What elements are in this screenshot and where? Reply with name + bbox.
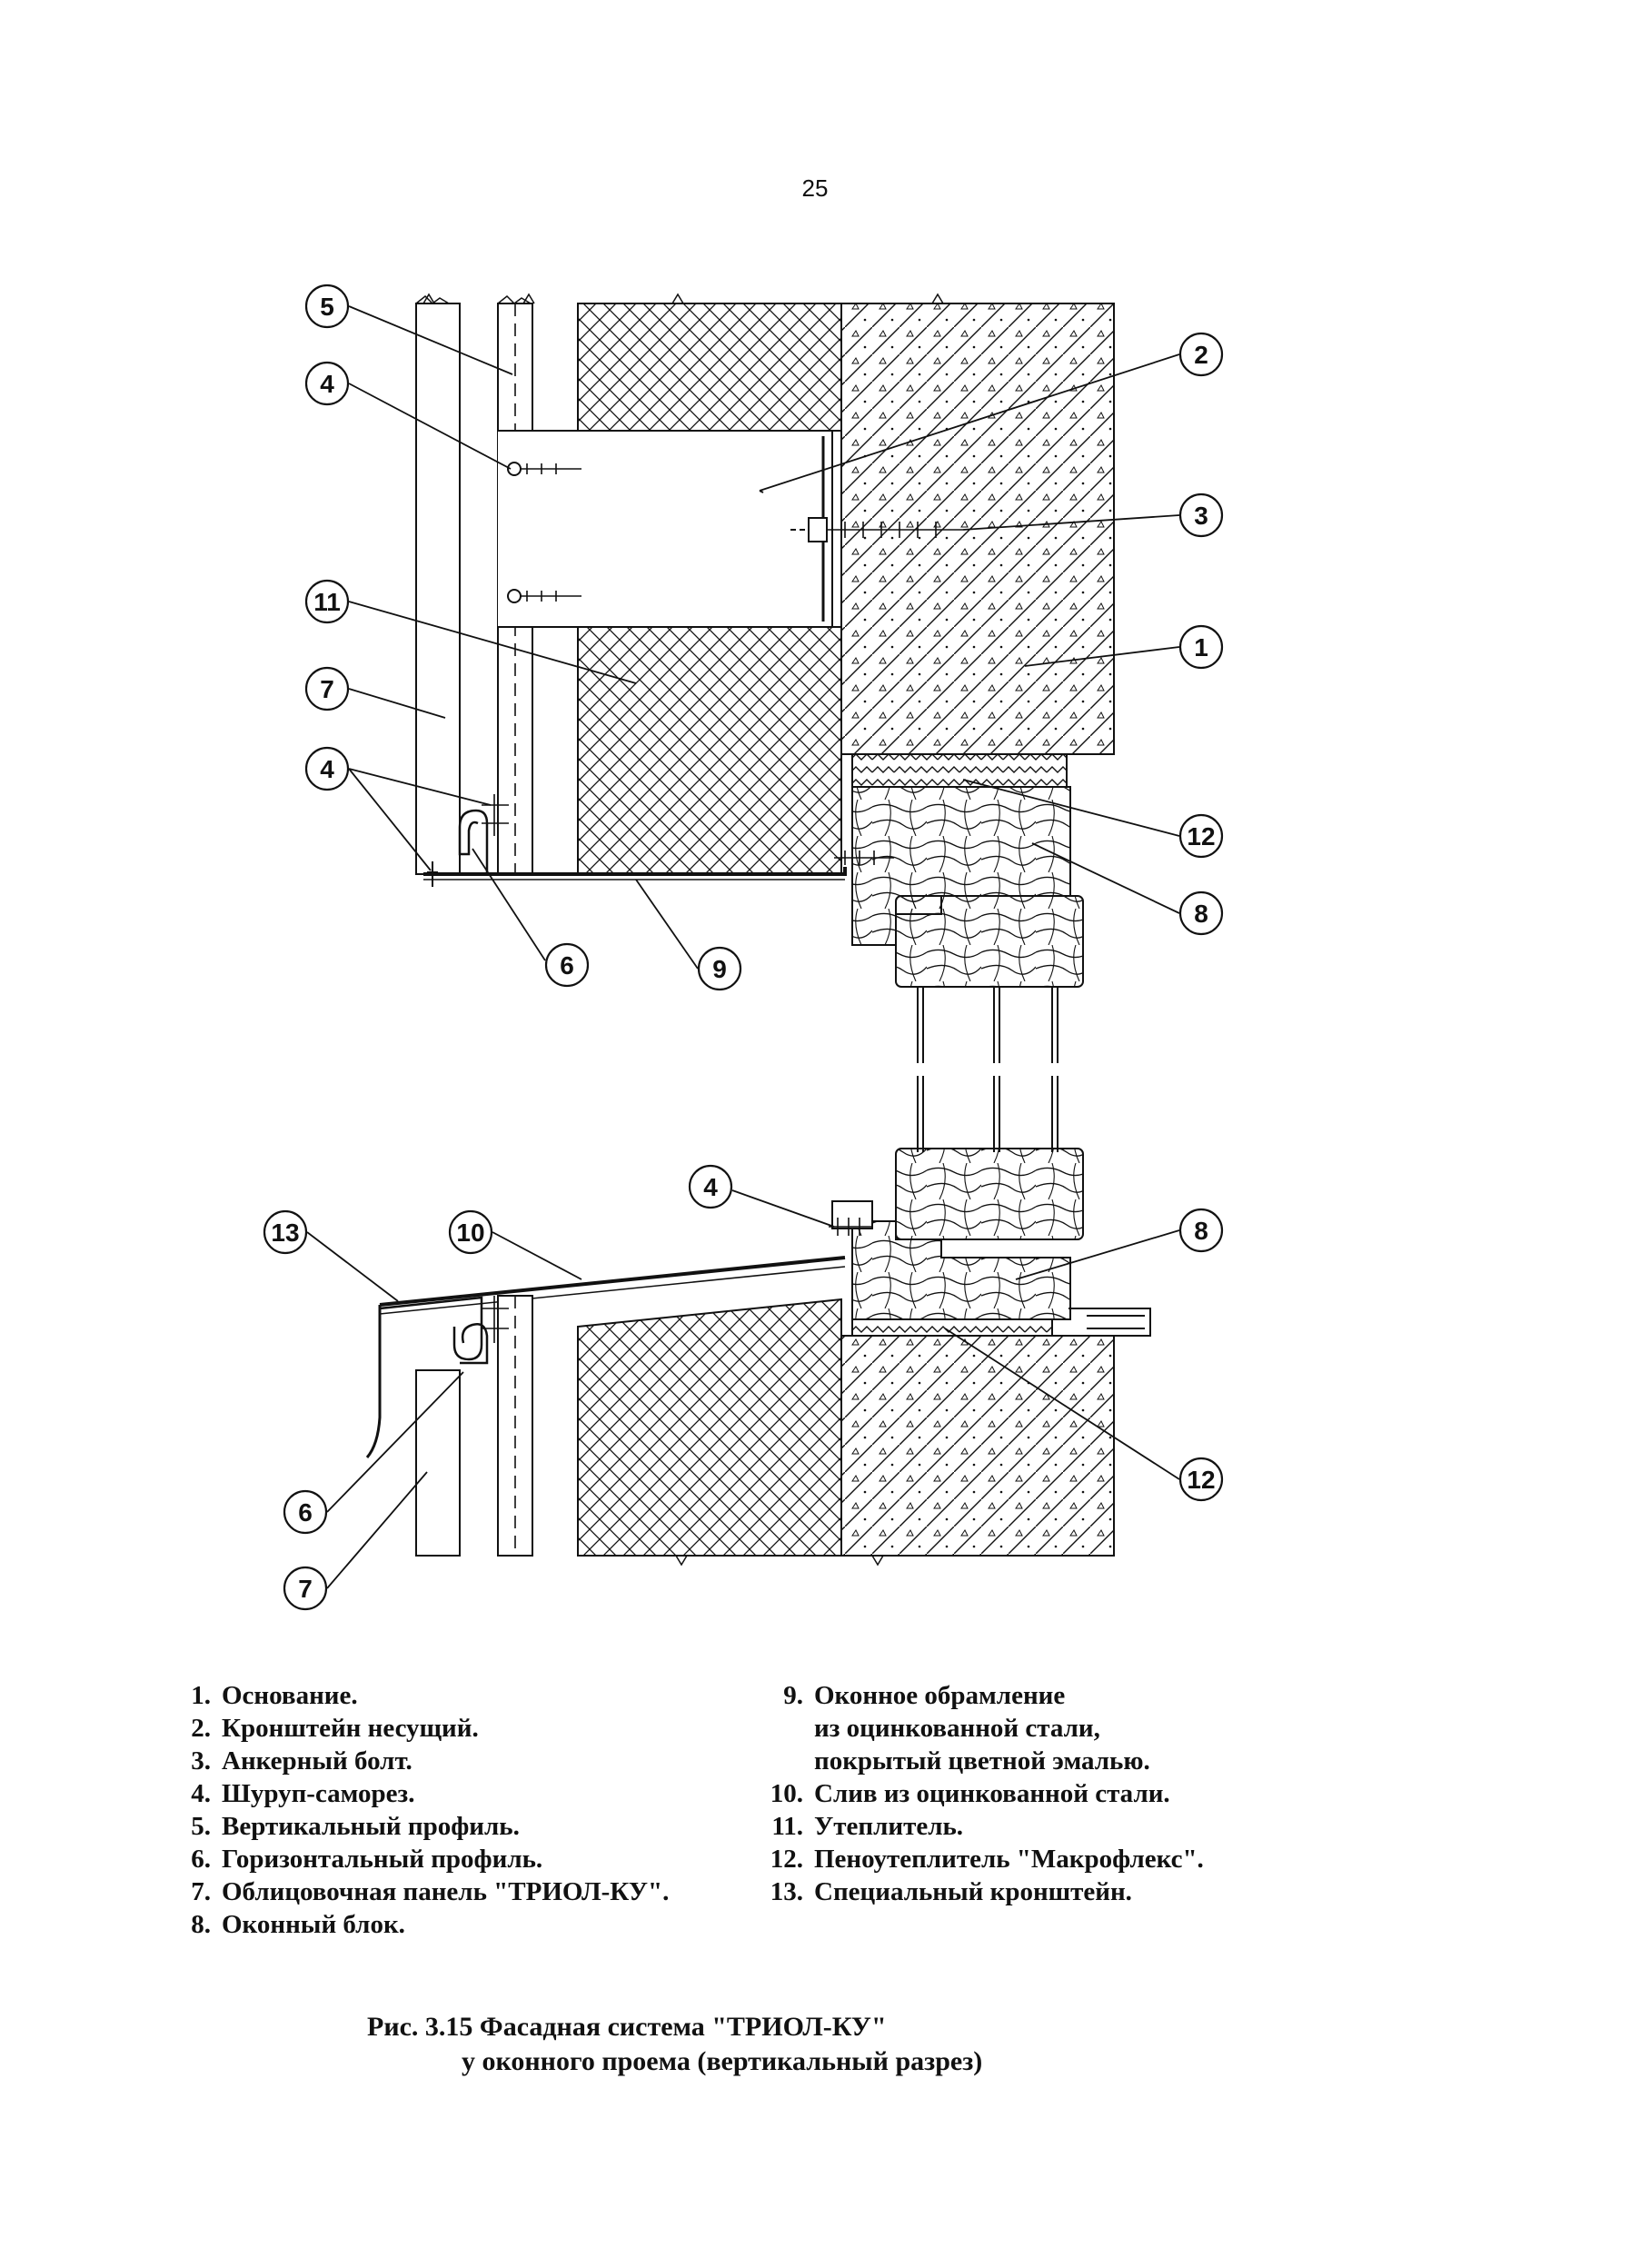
window-framing-upper [423, 867, 847, 880]
legend-item: 10.Слив из оцинкованной стали. [770, 1779, 1170, 1808]
svg-text:8: 8 [1194, 900, 1208, 928]
svg-text:5: 5 [320, 293, 334, 321]
callout-4-upper: 4 [304, 361, 350, 406]
caption-line-1: Рис. 3.15 Фасадная система "ТРИОЛ-КУ" [367, 2012, 887, 2042]
callout-9: 9 [697, 946, 742, 991]
leader-lines [306, 305, 1180, 1589]
legend-item: 11.Утеплитель. [771, 1812, 964, 1841]
insulation-upper-bottom [577, 626, 842, 875]
svg-text:7: 7 [298, 1575, 313, 1603]
legend-item: 5.Вертикальный профиль. [191, 1812, 520, 1841]
profile-screw-lower [482, 1296, 509, 1343]
svg-text:11: 11 [313, 588, 341, 616]
svg-text:13: 13 [271, 1219, 299, 1247]
legend-item: 2.Кронштейн несущий. [191, 1714, 479, 1743]
svg-text:12: 12 [1187, 822, 1215, 850]
caption-line-2: у оконного проема (вертикальный разрез) [462, 2046, 983, 2076]
legend-item: 6.Горизонтальный профиль. [191, 1845, 543, 1874]
callout-4-lower: 4 [688, 1164, 733, 1209]
profile-screw-upper [482, 794, 509, 836]
callout-12-lower: 12 [1178, 1457, 1224, 1502]
svg-text:9: 9 [712, 955, 727, 983]
legend-item: 1.Основание. [191, 1681, 358, 1710]
concrete-base-lower [840, 1335, 1115, 1557]
self-tapping-screw-upper-2 [507, 589, 581, 603]
svg-text:3: 3 [1194, 502, 1208, 530]
svg-text:2: 2 [1194, 341, 1208, 369]
callout-6-upper: 6 [544, 942, 590, 988]
legend-item: 4.Шуруп-саморез. [191, 1779, 415, 1808]
svg-text:10: 10 [456, 1219, 484, 1247]
self-tapping-screw-upper-1 [507, 462, 581, 476]
callout-7-upper: 7 [304, 666, 350, 711]
window-frame-upper [851, 786, 1084, 1152]
legend-item: из оцинкованной стали, [814, 1714, 1100, 1743]
callout-2: 2 [1178, 332, 1224, 377]
insulation-upper-top [577, 303, 842, 432]
window-frame-lower [831, 1148, 1084, 1320]
legend-item: 12.Пеноутеплитель "Макрофлекс". [770, 1845, 1204, 1874]
facing-panel-lower [415, 1369, 461, 1557]
callout-8-lower: 8 [1178, 1208, 1224, 1253]
legend-item: 8.Оконный блок. [191, 1910, 405, 1939]
legend-item: покрытый цветной эмалью. [814, 1746, 1150, 1776]
callout-3: 3 [1178, 492, 1224, 538]
svg-text:7: 7 [320, 675, 334, 703]
frame-screw-upper [834, 850, 894, 865]
legend-item: 3.Анкерный болт. [191, 1746, 412, 1776]
break-marks [422, 293, 944, 1567]
callout-4-middle: 4 [304, 746, 350, 791]
anchor-bolt [790, 517, 963, 542]
svg-text:6: 6 [298, 1498, 313, 1527]
svg-text:1: 1 [1194, 633, 1208, 662]
svg-text:4: 4 [703, 1173, 718, 1201]
svg-text:4: 4 [320, 370, 334, 398]
svg-text:12: 12 [1187, 1466, 1215, 1494]
galvanized-drip-sill [365, 1256, 846, 1458]
horizontal-profile-lower [460, 1323, 489, 1365]
svg-text:8: 8 [1194, 1217, 1208, 1245]
insulation-lower [577, 1298, 842, 1557]
callout-13: 13 [263, 1209, 308, 1255]
callout-12-upper: 12 [1178, 813, 1224, 859]
legend-item: 7.Облицовочная панель "ТРИОЛ-КУ". [191, 1877, 670, 1906]
sill-fitting [1068, 1308, 1151, 1337]
special-bracket [379, 1296, 483, 1361]
horizontal-profile-upper [458, 809, 489, 874]
figure-caption: Рис. 3.15 Фасадная система "ТРИОЛ-КУ" у … [367, 2010, 982, 2079]
callout-1: 1 [1178, 624, 1224, 670]
callout-5-upper: 5 [304, 284, 350, 329]
callout-6-lower: 6 [283, 1489, 328, 1535]
panel-screw-upper [427, 861, 438, 887]
load-bracket [498, 430, 833, 628]
callout-8-upper: 8 [1178, 890, 1224, 936]
legend-right: 9.Оконное обрамление из оцинкованной ста… [761, 1679, 1307, 1908]
callout-7-lower: 7 [283, 1566, 328, 1611]
page-number: 25 [801, 174, 829, 202]
callout-11: 11 [304, 579, 350, 624]
legend-item: 13.Специальный кронштейн. [770, 1877, 1132, 1906]
callout-10: 10 [448, 1209, 493, 1255]
self-tapping-screw-lower [829, 1218, 872, 1236]
svg-text:4: 4 [320, 755, 334, 783]
foam-insulation-upper [851, 753, 1068, 788]
facing-panel-upper [415, 294, 461, 875]
legend-left: 1.Основание. 2.Кронштейн несущий. 3.Анке… [178, 1679, 741, 1941]
svg-text:6: 6 [560, 951, 574, 980]
legend-item: 9.Оконное обрамление [783, 1681, 1066, 1710]
